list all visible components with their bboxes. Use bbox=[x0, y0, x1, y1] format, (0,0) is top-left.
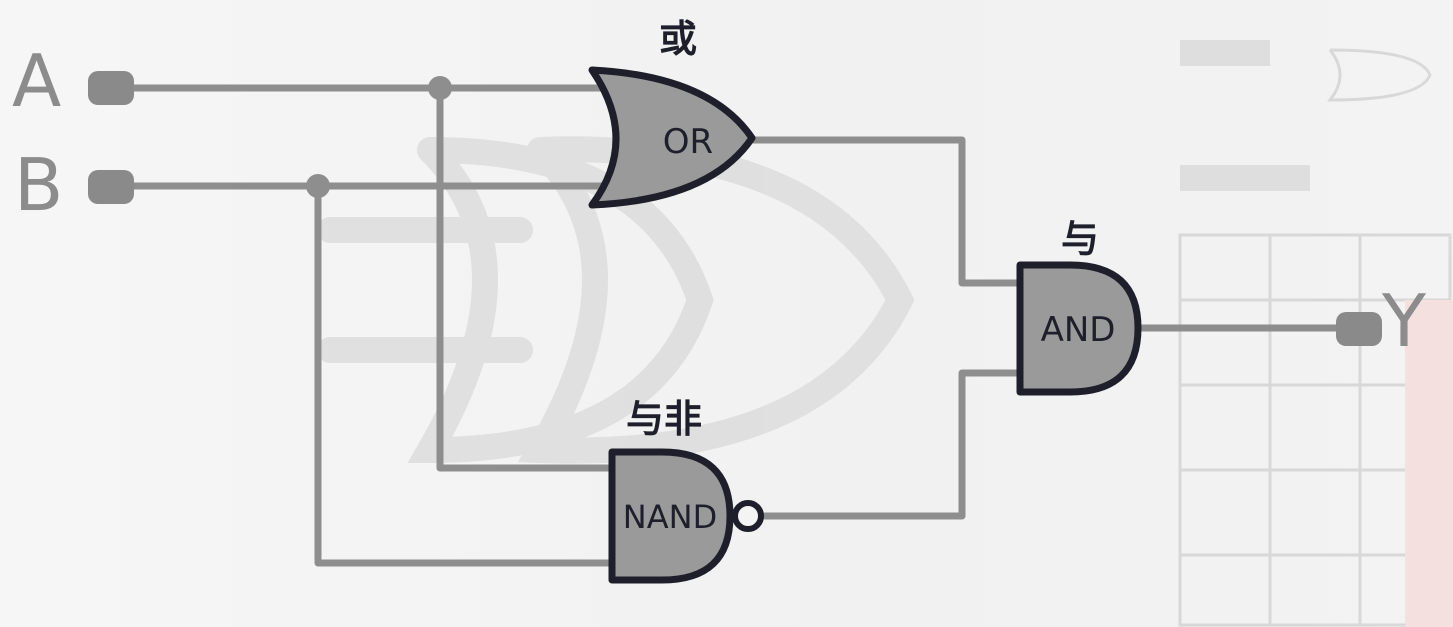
and-gate: AND 与 bbox=[1016, 217, 1142, 396]
wires bbox=[106, 84, 1359, 567]
wire-or-to-and bbox=[748, 136, 1024, 287]
output-terminal-y bbox=[1336, 312, 1382, 346]
junction-dot-a bbox=[428, 76, 452, 100]
nand-gate: NAND 与非 bbox=[608, 397, 764, 584]
nand-gate-label: NAND bbox=[623, 498, 717, 536]
junction-dot-b bbox=[306, 174, 330, 198]
input-label-a: A bbox=[12, 39, 61, 123]
input-terminal-b bbox=[88, 170, 134, 204]
wire-a-to-nand bbox=[436, 84, 616, 472]
wire-b-to-nand bbox=[314, 182, 616, 567]
nand-inversion-bubble bbox=[732, 500, 764, 532]
or-gate: OR 或 bbox=[588, 17, 756, 209]
nand-gate-cn-label: 与非 bbox=[626, 397, 702, 441]
or-gate-label: OR bbox=[663, 122, 713, 162]
input-label-b: B bbox=[14, 143, 63, 227]
background-blur bbox=[317, 40, 1453, 627]
or-gate-cn-label: 或 bbox=[659, 17, 697, 61]
input-terminal-a bbox=[88, 71, 134, 105]
and-gate-label: AND bbox=[1041, 310, 1116, 350]
wire-nand-to-and bbox=[761, 369, 1024, 520]
and-gate-cn-label: 与 bbox=[1061, 217, 1099, 261]
output-label-y: Y bbox=[1381, 279, 1427, 363]
